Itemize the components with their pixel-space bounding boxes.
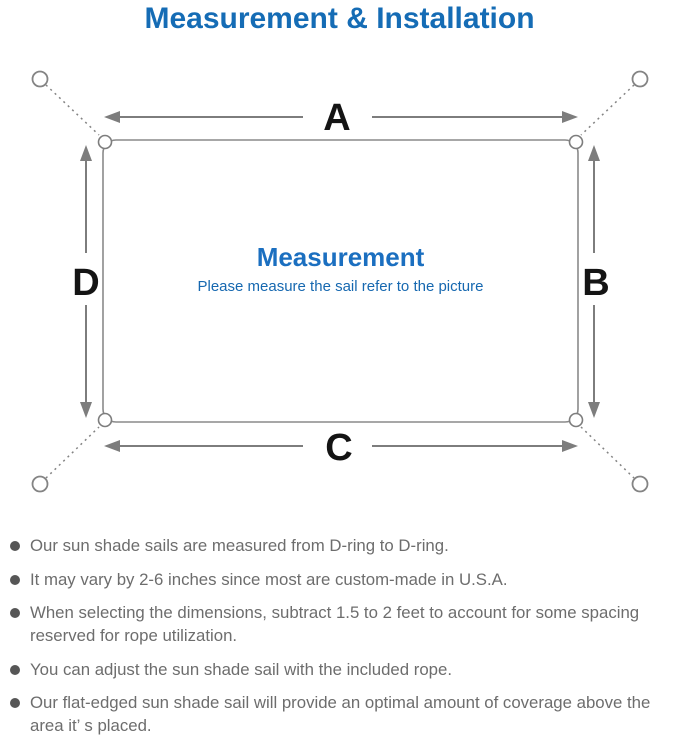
list-item: You can adjust the sun shade sail with t… bbox=[10, 659, 670, 682]
list-item: It may vary by 2-6 inches since most are… bbox=[10, 569, 670, 592]
dimension-label-d: D bbox=[72, 262, 99, 304]
anchor-point-top-right bbox=[631, 70, 649, 88]
d-ring-icon-bottom-left bbox=[97, 412, 113, 428]
note-text: Our flat-edged sun shade sail will provi… bbox=[30, 693, 651, 736]
note-text: It may vary by 2-6 inches since most are… bbox=[30, 569, 508, 589]
list-item: When selecting the dimensions, subtract … bbox=[10, 602, 670, 647]
anchor-point-bottom-left bbox=[31, 475, 49, 493]
d-ring-icon-bottom-right bbox=[568, 412, 584, 428]
rope-line-top-left bbox=[45, 84, 100, 136]
page-title: Measurement & Installation bbox=[144, 2, 535, 35]
list-item: Our sun shade sails are measured from D-… bbox=[10, 535, 670, 558]
note-text: When selecting the dimensions, subtract … bbox=[30, 603, 640, 646]
dimension-arrow-a bbox=[104, 111, 578, 123]
measurement-diagram: A C D B bbox=[31, 70, 649, 493]
dimension-arrow-b bbox=[588, 145, 600, 418]
measurement-heading: Measurement bbox=[256, 242, 425, 272]
rope-line-top-right bbox=[580, 84, 635, 136]
list-item: Our flat-edged sun shade sail will provi… bbox=[10, 692, 670, 737]
dimension-arrow-d bbox=[80, 145, 92, 418]
d-ring-icon-top-left bbox=[97, 134, 113, 150]
dimension-label-a: A bbox=[323, 97, 350, 139]
bullet-icon bbox=[10, 608, 20, 619]
sail-outline bbox=[102, 139, 579, 423]
anchor-point-bottom-right bbox=[631, 475, 649, 493]
dimension-arrow-c bbox=[104, 440, 578, 452]
measurement-subtitle: Please measure the sail refer to the pic… bbox=[197, 277, 484, 295]
dimension-label-b: B bbox=[582, 262, 609, 304]
rope-line-bottom-right bbox=[580, 426, 635, 479]
note-text: Our sun shade sails are measured from D-… bbox=[30, 536, 449, 555]
bullet-icon bbox=[10, 664, 20, 675]
rope-line-bottom-left bbox=[45, 426, 100, 479]
anchor-point-top-left bbox=[31, 70, 49, 88]
d-ring-icon-top-right bbox=[568, 134, 584, 150]
bullet-icon bbox=[10, 574, 20, 585]
bullet-icon bbox=[10, 698, 20, 709]
center-text-block: Measurement Please measure the sail refe… bbox=[103, 243, 578, 296]
note-text: You can adjust the sun shade sail with t… bbox=[30, 659, 452, 679]
bullet-icon bbox=[10, 541, 20, 551]
dimension-label-c: C bbox=[325, 427, 352, 469]
notes-list: Our sun shade sails are measured from D-… bbox=[10, 535, 670, 739]
